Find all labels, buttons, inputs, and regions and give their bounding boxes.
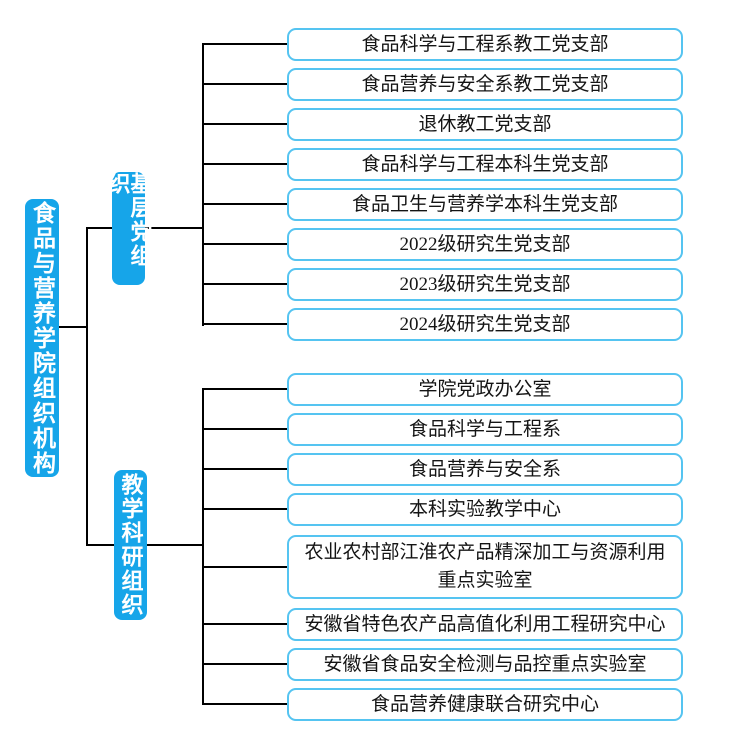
group-label-teaching-research: 教学科研组织 [114,470,147,620]
chart-node: 食品营养与安全系教工党支部 [287,68,683,101]
connector-stub [202,623,287,625]
connector-stub [202,703,287,705]
connector-stub [202,663,287,665]
connector-stub [202,83,287,85]
connector-trunk [86,227,88,546]
connector-root [58,326,88,328]
chart-node: 食品科学与工程系 [287,413,683,446]
connector-bus-top [202,43,204,326]
connector-bus-bottom [202,388,204,705]
chart-node: 食品营养健康联合研究中心 [287,688,683,721]
group-label-grassroots-party: 基层党组织 [106,172,153,285]
chart-node: 农业农村部江淮农产品精深加工与资源利用 重点实验室 [287,535,683,599]
root-node: 食品与营养学院组织机构 [25,199,59,477]
chart-node: 安徽省食品安全检测与品控重点实验室 [287,648,683,681]
connector-stub [202,123,287,125]
connector-stub [202,388,287,390]
connector-branch-top [86,227,204,229]
connector-stub [202,323,287,325]
chart-node: 学院党政办公室 [287,373,683,406]
chart-node: 食品卫生与营养学本科生党支部 [287,188,683,221]
chart-node: 2022级研究生党支部 [287,228,683,261]
connector-stub [202,243,287,245]
chart-node: 2024级研究生党支部 [287,308,683,341]
connector-stub [202,283,287,285]
connector-stub [202,428,287,430]
chart-node: 2023级研究生党支部 [287,268,683,301]
chart-node: 本科实验教学中心 [287,493,683,526]
connector-stub [202,203,287,205]
chart-node: 食品科学与工程系教工党支部 [287,28,683,61]
connector-stub [202,508,287,510]
chart-node: 退休教工党支部 [287,108,683,141]
chart-node: 安徽省特色农产品高值化利用工程研究中心 [287,608,683,641]
connector-stub [202,468,287,470]
chart-node: 食品营养与安全系 [287,453,683,486]
chart-node: 食品科学与工程本科生党支部 [287,148,683,181]
connector-stub [202,566,287,568]
connector-stub [202,43,287,45]
connector-stub [202,163,287,165]
